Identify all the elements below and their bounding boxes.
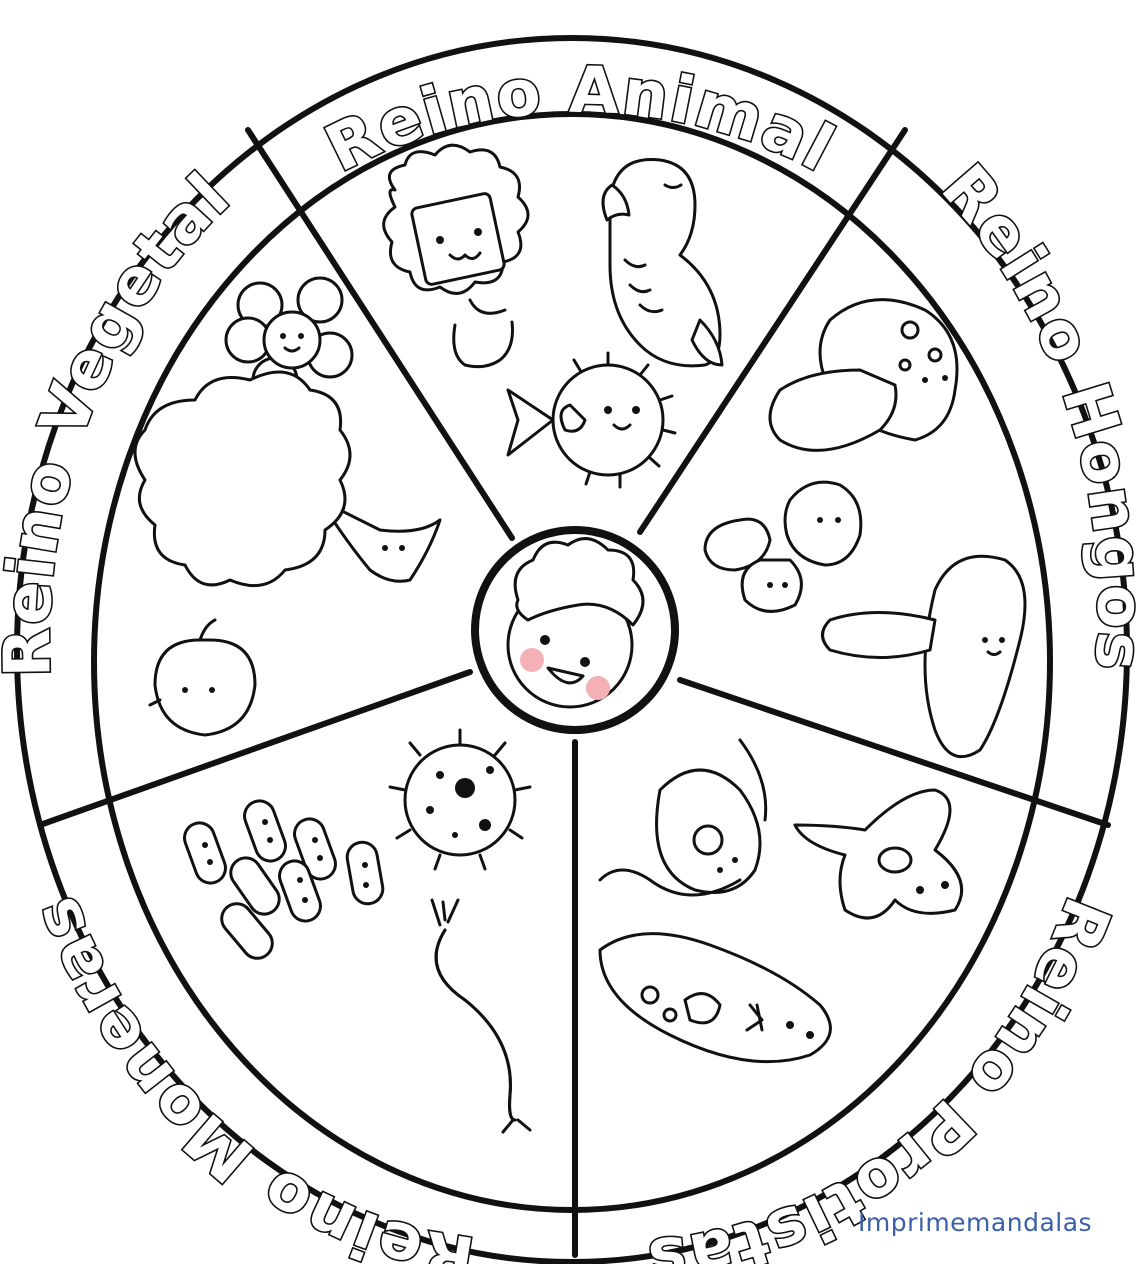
- cheek-right: [586, 676, 610, 700]
- credit-watermark: Imprimemandalas: [858, 1208, 1092, 1237]
- cheek-left: [520, 648, 544, 672]
